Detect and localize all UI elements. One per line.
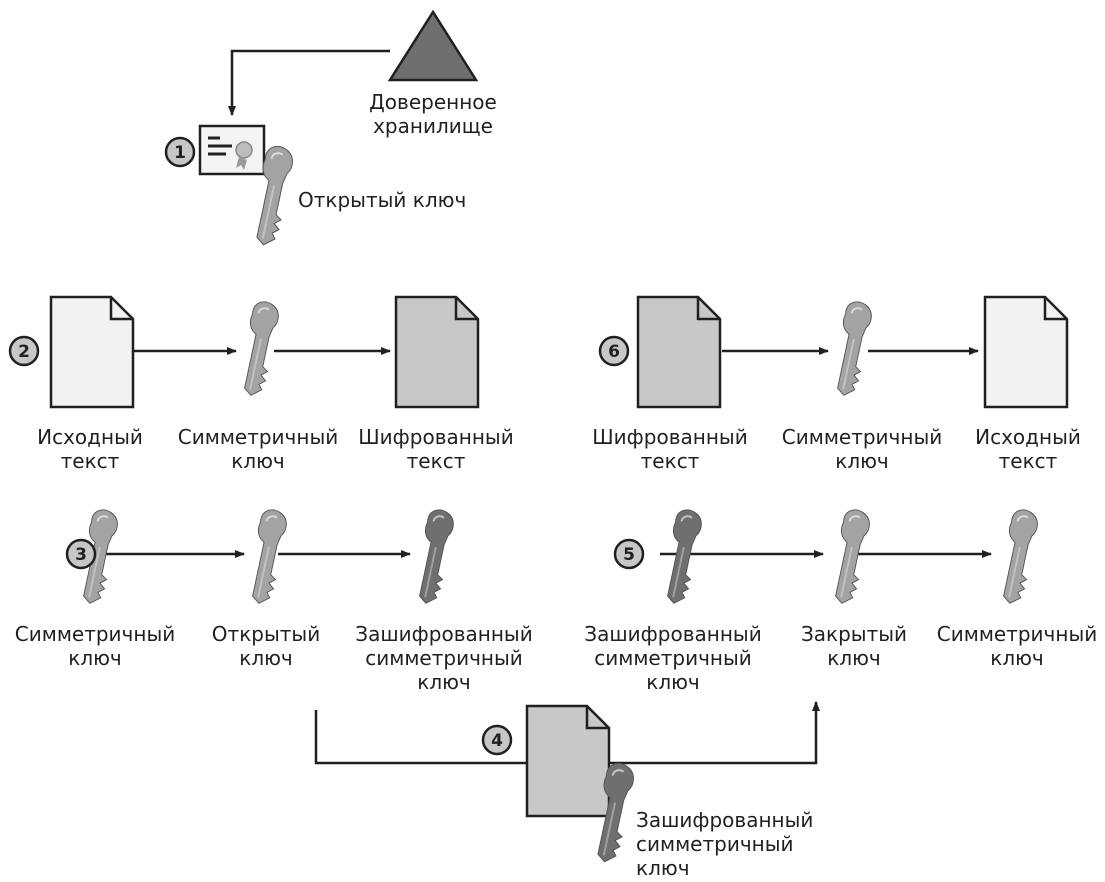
step-6-badge: 6 [598, 335, 630, 367]
connector-lines [96, 49, 992, 765]
s3-symmetric-key-icon [83, 509, 118, 604]
s6-plaintext-doc [983, 295, 1069, 409]
s6-symmetric-key-icon [837, 301, 872, 396]
svg-text:6: 6 [608, 342, 620, 362]
s5-encrypted-key-icon [667, 509, 702, 604]
s4-right-line [610, 701, 820, 765]
svg-text:5: 5 [623, 545, 635, 565]
public-key-label: Открытый ключ [298, 188, 467, 212]
step-5-badge: 5 [613, 538, 645, 570]
s4-encrypted-key-icon [597, 763, 634, 863]
s2-symmetric-key-icon [244, 301, 279, 396]
s5-symmetric-key-icon [1003, 509, 1038, 604]
s4-package-doc [525, 704, 611, 818]
diagram-shapes: 1 2 6 3 5 4 [8, 9, 1069, 863]
certificate-icon [198, 124, 266, 176]
s3-public-key-icon [252, 509, 287, 604]
s6-ciphertext-doc [636, 295, 722, 409]
s4-left-line [314, 710, 526, 765]
svg-text:3: 3 [75, 545, 87, 565]
step-2-badge: 2 [8, 335, 40, 367]
public-key-icon [256, 146, 293, 246]
step-3-badge: 3 [65, 538, 97, 570]
trusted-store-triangle-icon [387, 9, 479, 82]
step-1-badge: 1 [164, 136, 196, 168]
svg-text:2: 2 [18, 342, 30, 362]
s2-ciphertext-doc [394, 295, 480, 409]
s2-plaintext-doc [49, 295, 135, 409]
s5-private-key-icon [835, 509, 870, 604]
step-4-badge: 4 [481, 724, 513, 756]
svg-text:1: 1 [174, 143, 186, 163]
s3-encrypted-key-icon [419, 509, 454, 604]
store-to-cert-line [228, 49, 390, 116]
svg-text:4: 4 [491, 731, 503, 751]
